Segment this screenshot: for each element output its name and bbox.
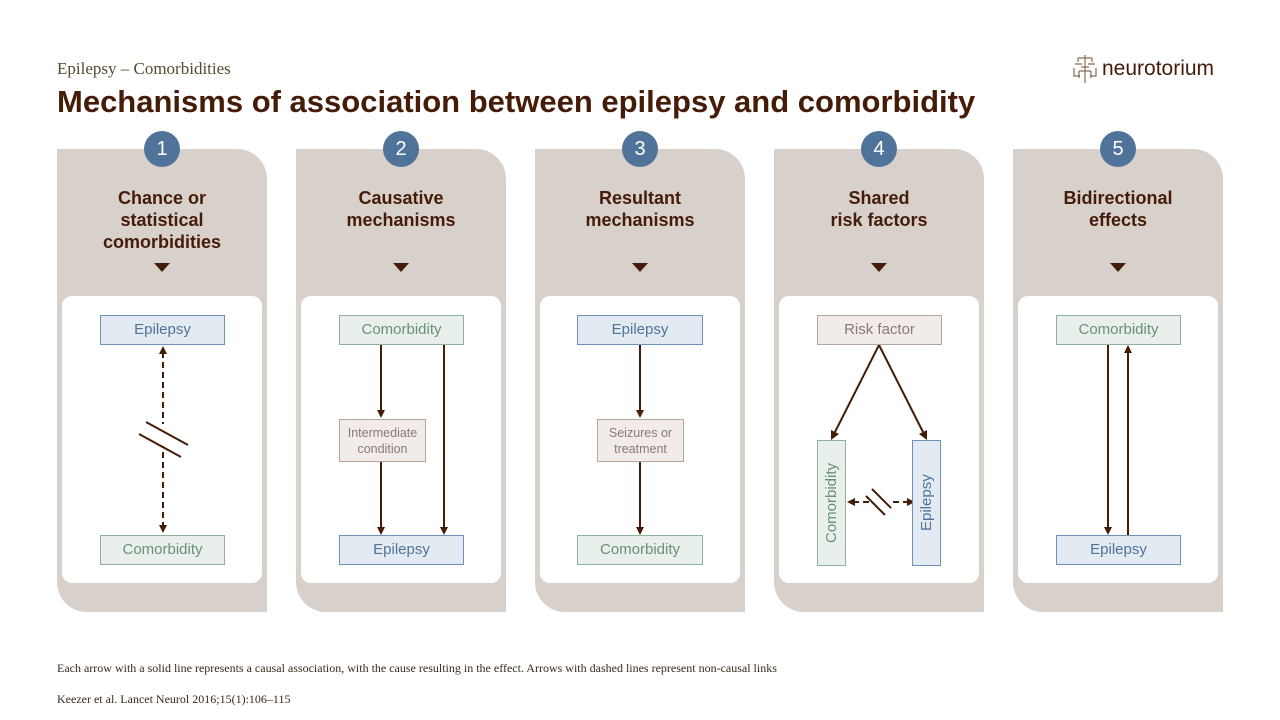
arrowhead-down (159, 525, 167, 533)
arrowhead-right (907, 498, 915, 506)
comorbidity-box: Comorbidity (1056, 315, 1181, 345)
arrowhead-down (636, 410, 644, 418)
column-title: Chance or statistical comorbidities (102, 188, 222, 252)
epilepsy-box: Epilepsy (339, 535, 464, 565)
non-causal-slash (138, 433, 182, 458)
column-title: Shared risk factors (830, 188, 928, 230)
diagram-card: Comorbidity Epilepsy (1018, 296, 1218, 583)
arrowhead-down (1104, 527, 1112, 535)
step-badge-3: 3 (622, 131, 658, 167)
column-title: Resultant mechanisms (585, 188, 695, 230)
arrowhead-up (159, 346, 167, 354)
mechanism-column-3: Resultant mechanisms Epilepsy Seizures o… (535, 149, 745, 612)
mechanism-column-5: Bidirectional effects Comorbidity Epilep… (1013, 149, 1223, 612)
arrowhead (919, 430, 927, 440)
arrowhead (831, 430, 839, 440)
arrowhead-down (377, 410, 385, 418)
mechanism-column-1: Chance or statistical comorbidities Epil… (57, 149, 267, 612)
arrows-layer (1104, 345, 1132, 535)
seizures-or-treatment-box: Seizures or treatment (597, 419, 684, 462)
step-badge-5: 5 (1100, 131, 1136, 167)
non-causal-slash (871, 488, 892, 509)
triangle-down-icon (871, 263, 887, 272)
reference: Keezer et al. Lancet Neurol 2016;15(1):1… (57, 692, 291, 706)
intermediate-condition-box: Intermediate condition (339, 419, 426, 462)
causal-arrow (834, 344, 880, 433)
triangle-down-icon (393, 263, 409, 272)
non-causal-slash (145, 421, 189, 446)
non-causal-slash (865, 495, 886, 516)
mechanism-column-4: Shared risk factors Risk factor Comorbid… (774, 149, 984, 612)
column-title: Causative mechanisms (346, 188, 456, 230)
neuron-tree-icon (1073, 55, 1097, 83)
arrowhead-down (636, 527, 644, 535)
logo-text: neurotorium (1102, 57, 1215, 80)
epilepsy-label: Epilepsy (918, 474, 935, 532)
comorbidity-label: Comorbidity (823, 462, 840, 544)
footnote: Each arrow with a solid line represents … (57, 661, 777, 675)
triangle-down-icon (1110, 263, 1126, 272)
risk-factor-box: Risk factor (817, 315, 942, 345)
arrows-layer (831, 344, 927, 516)
epilepsy-box: Epilepsy (100, 315, 225, 345)
section-subtitle: Epilepsy – Comorbidities (57, 59, 231, 78)
arrows-layer (377, 345, 448, 535)
epilepsy-box: Epilepsy (1056, 535, 1181, 565)
step-badge-4: 4 (861, 131, 897, 167)
comorbidity-box: Comorbidity (817, 440, 846, 566)
diagram-card: Risk factor Comorbidity Epilepsy (779, 296, 979, 583)
arrows-layer (636, 345, 644, 535)
triangle-down-icon (632, 263, 648, 272)
arrowhead-left (847, 498, 855, 506)
epilepsy-box: Epilepsy (912, 440, 941, 566)
step-badge-1: 1 (144, 131, 180, 167)
comorbidity-box: Comorbidity (100, 535, 225, 565)
arrowhead-up (1124, 345, 1132, 353)
mechanism-column-2: Causative mechanisms Comorbidity Interme… (296, 149, 506, 612)
diagram-card: Epilepsy Seizures or treatment Comorbidi… (540, 296, 740, 583)
arrows-layer (138, 346, 189, 533)
comorbidity-box: Comorbidity (339, 315, 464, 345)
epilepsy-box: Epilepsy (577, 315, 703, 345)
diagram-card: Comorbidity Intermediate condition Epile… (301, 296, 501, 583)
arrowhead-down (377, 527, 385, 535)
page-title: Mechanisms of association between epilep… (57, 84, 976, 119)
step-badge-2: 2 (383, 131, 419, 167)
column-title: Bidirectional effects (1063, 188, 1173, 230)
arrowhead-down (440, 527, 448, 535)
causal-arrow (878, 344, 924, 433)
triangle-down-icon (154, 263, 170, 272)
neurotorium-logo: neurotorium (1072, 54, 1214, 84)
diagram-card: Epilepsy Comorbidity (62, 296, 262, 583)
comorbidity-box: Comorbidity (577, 535, 703, 565)
